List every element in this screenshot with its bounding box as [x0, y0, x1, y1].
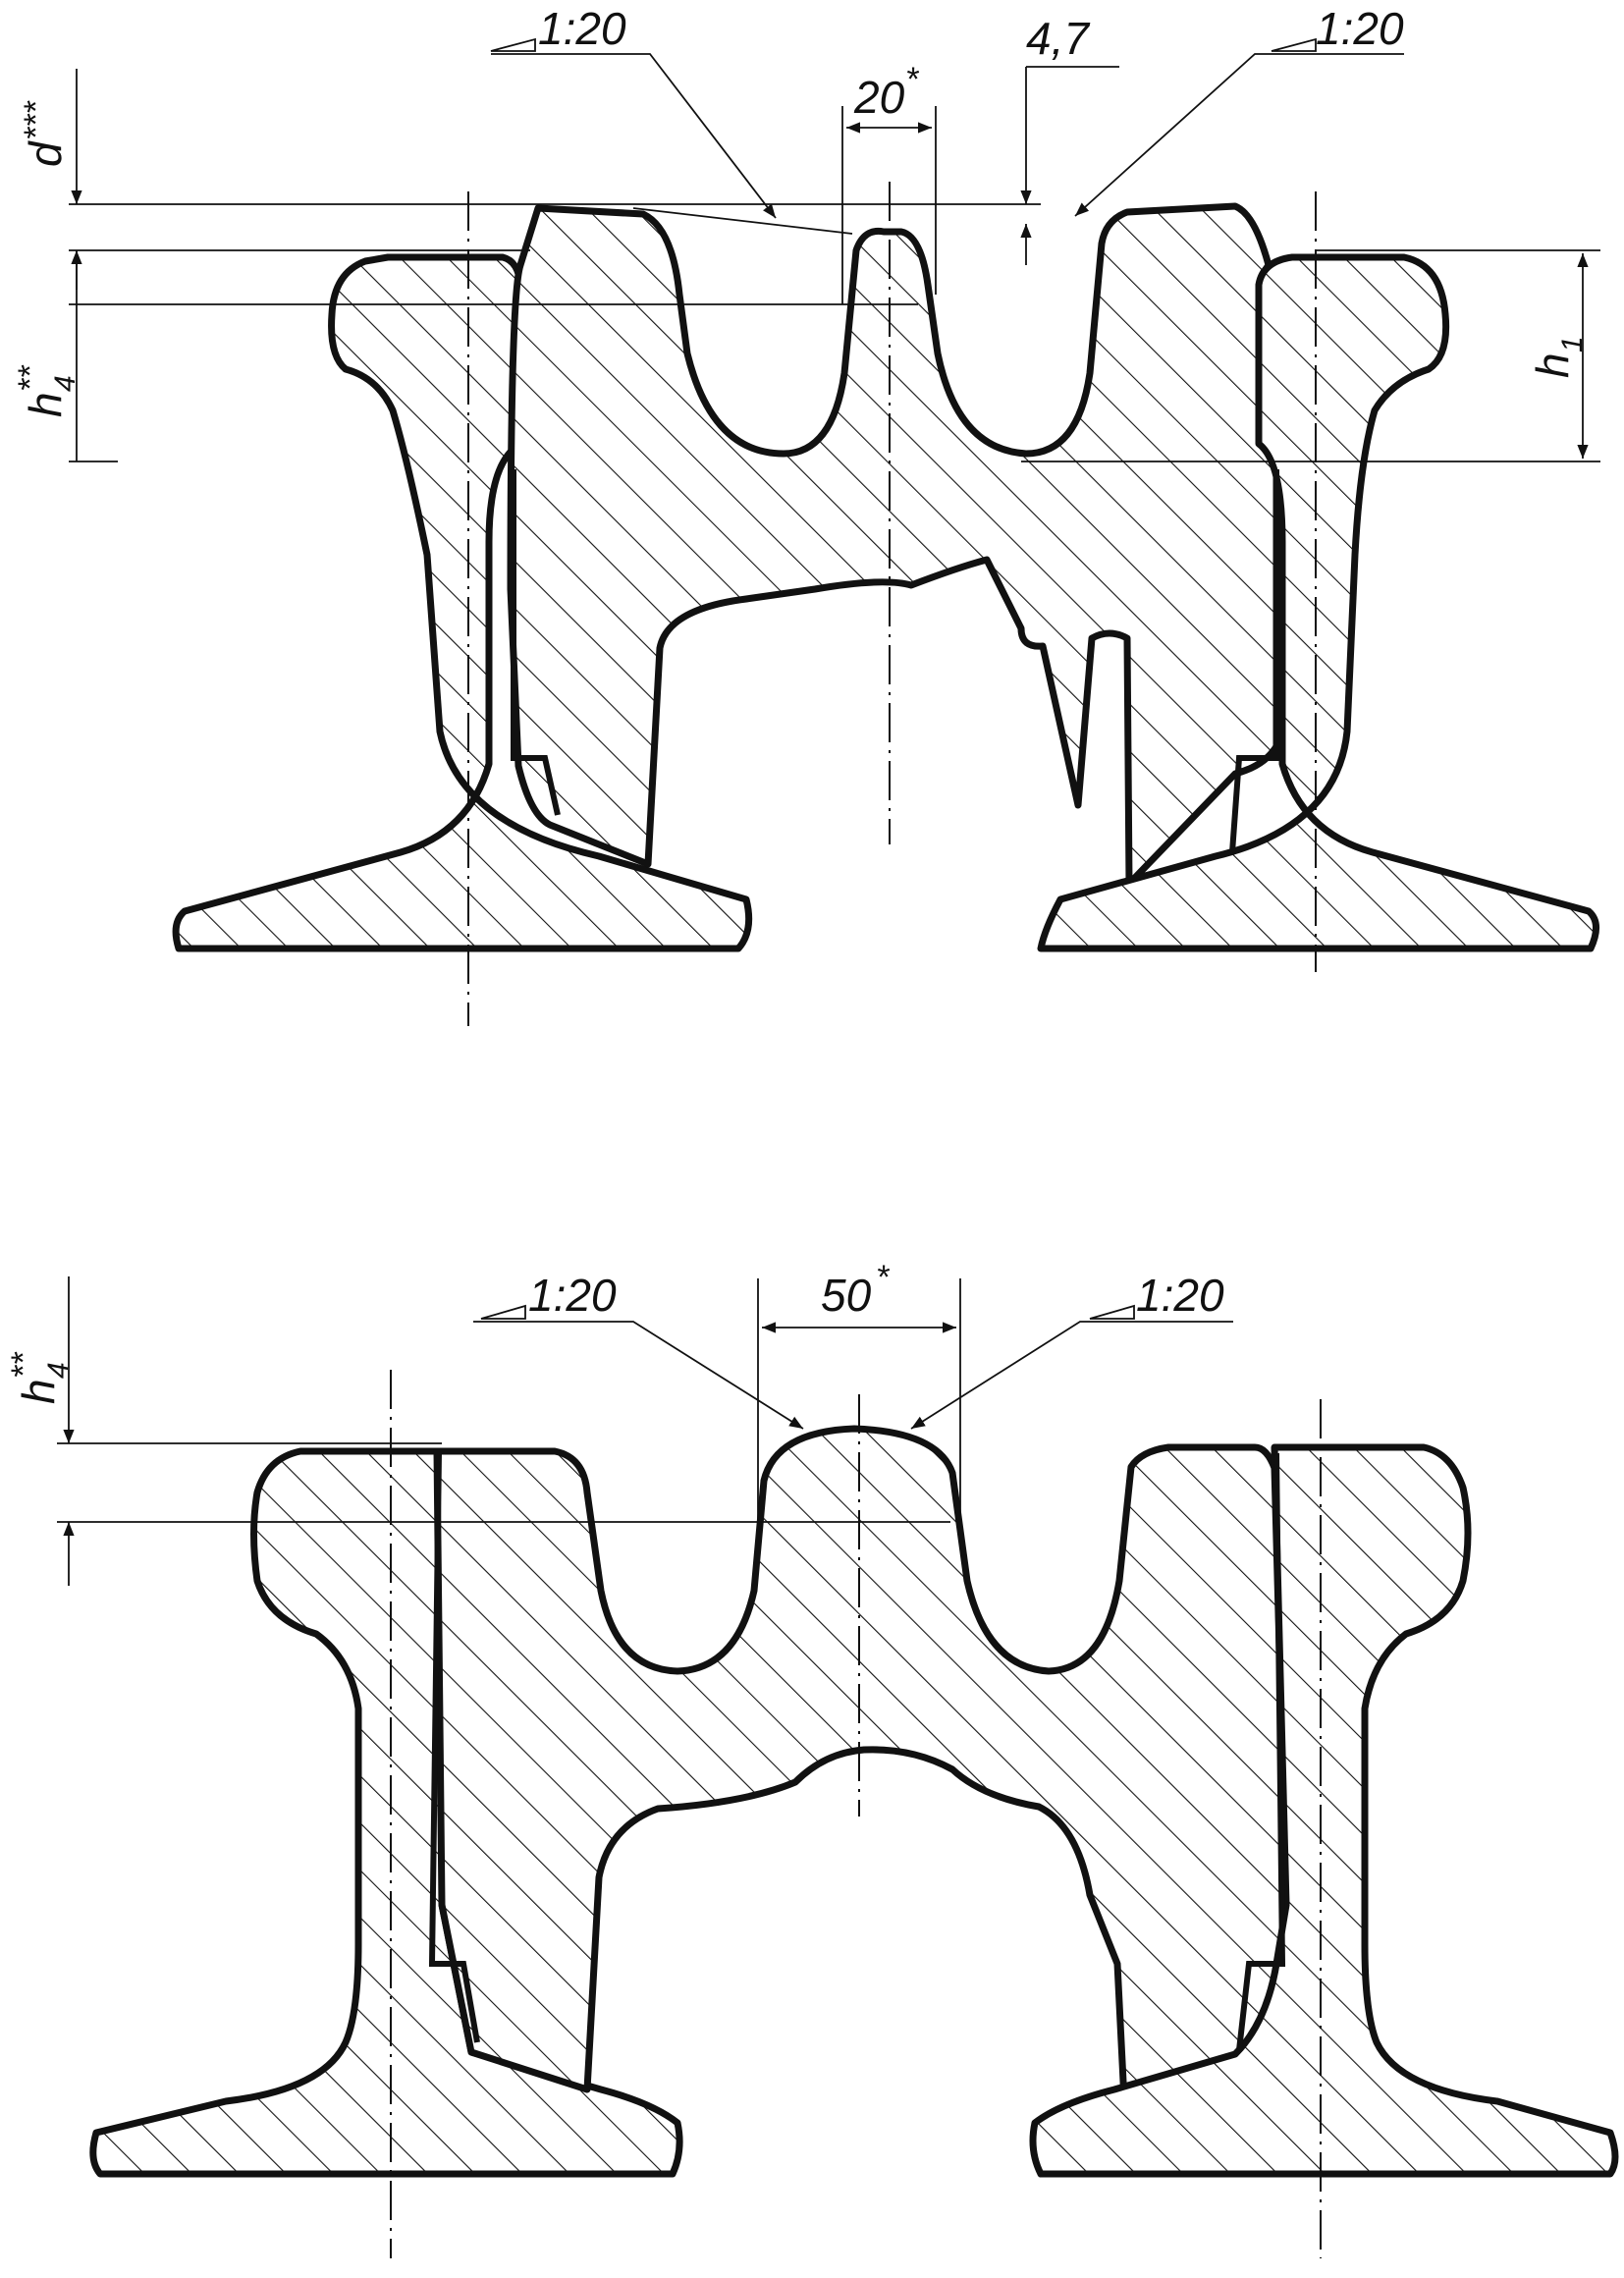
top-label-h4-sub: 4: [49, 375, 81, 392]
top-dim-20-label: 20: [853, 72, 905, 123]
top-slope-left-label: 1:20: [538, 3, 626, 54]
top-slope-left-leader: [491, 53, 777, 219]
slope-triangle-icon: [490, 37, 536, 52]
top-label-d-mark: ***: [18, 100, 55, 140]
bottom-dim-50-label: 50: [821, 1270, 872, 1321]
bottom-slope-left-leader: [473, 1321, 804, 1430]
bottom-dim-50-mark: *: [876, 1259, 891, 1296]
slope-triangle-icon: [480, 1304, 526, 1320]
top-slope-right-label: 1:20: [1316, 3, 1404, 54]
bottom-right-liner-line: [1236, 1452, 1286, 2051]
bottom-label-h4: h: [13, 1379, 64, 1404]
top-running-surface-line: [632, 207, 853, 235]
top-view: 1:20 1:20 20 * 4,7 d *** h 4 ** h 1: [12, 3, 1600, 1026]
top-label-h4: h: [20, 392, 71, 417]
top-label-h1-sub: 1: [1556, 336, 1589, 353]
slope-triangle-icon: [1271, 37, 1317, 52]
top-left-stock-rail: [172, 253, 753, 952]
bottom-slope-right-label: 1:20: [1136, 1270, 1224, 1321]
bottom-label-h4-mark: **: [5, 1351, 42, 1379]
top-dim-20-mark: *: [905, 61, 920, 98]
bottom-frog-part: [433, 1425, 1290, 2105]
top-right-liner-line: [1229, 469, 1279, 853]
top-label-h1: h: [1527, 353, 1578, 378]
bottom-view: 1:20 1:20 50 * h 4 **: [5, 1259, 1619, 2258]
top-label-h4-mark: **: [12, 364, 49, 392]
top-label-d: d: [20, 140, 71, 167]
top-left-liner-line: [511, 469, 561, 816]
bottom-left-liner-line: [428, 1452, 480, 2043]
top-right-stock-rail: [1037, 253, 1599, 952]
bottom-left-stock-rail: [89, 1447, 683, 2178]
top-dim-47-label: 4,7: [1026, 13, 1090, 64]
bottom-label-h4-sub: 4: [42, 1362, 75, 1379]
bottom-slope-right-leader: [910, 1321, 1233, 1430]
top-left-frog-part: [507, 202, 1280, 888]
slope-triangle-icon: [1089, 1304, 1135, 1320]
bottom-slope-left-label: 1:20: [528, 1270, 617, 1321]
bottom-right-stock-rail: [1029, 1443, 1619, 2178]
top-slope-right-leader: [1074, 53, 1404, 217]
